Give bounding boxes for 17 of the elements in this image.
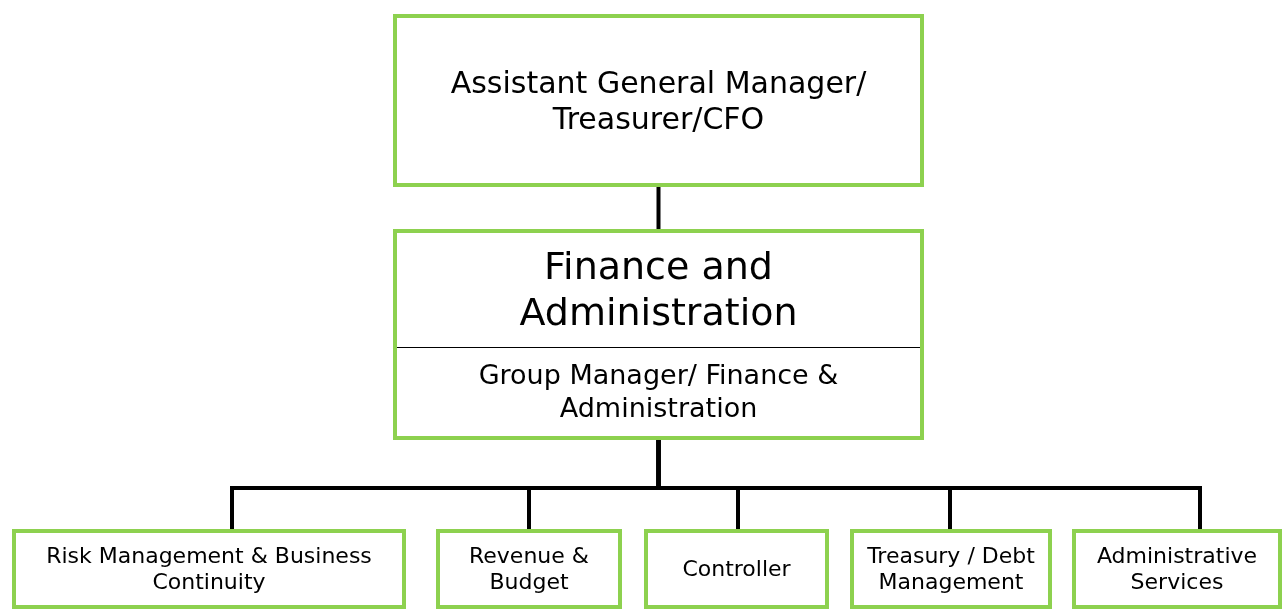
role-title: Treasury / Debt Management <box>866 542 1036 596</box>
role-box <box>393 14 924 187</box>
connector-line <box>656 187 661 229</box>
role-box <box>436 529 622 609</box>
role-title: Revenue & Budget <box>468 542 590 596</box>
role-box <box>12 529 406 609</box>
role-title: Risk Management & Business Continuity <box>45 542 373 596</box>
role-box <box>1072 529 1282 609</box>
connector-line <box>656 440 1202 529</box>
department-box <box>393 229 924 440</box>
role-box <box>850 529 1052 609</box>
role-title: Controller <box>681 555 792 583</box>
role-title: Assistant General Manager/ Treasurer/CFO <box>449 64 868 137</box>
department-title: Finance and Administration <box>518 244 799 336</box>
role-title: Administrative Services <box>1095 542 1259 596</box>
role-title: Group Manager/ Finance & Administration <box>477 359 840 424</box>
role-box <box>644 529 829 609</box>
